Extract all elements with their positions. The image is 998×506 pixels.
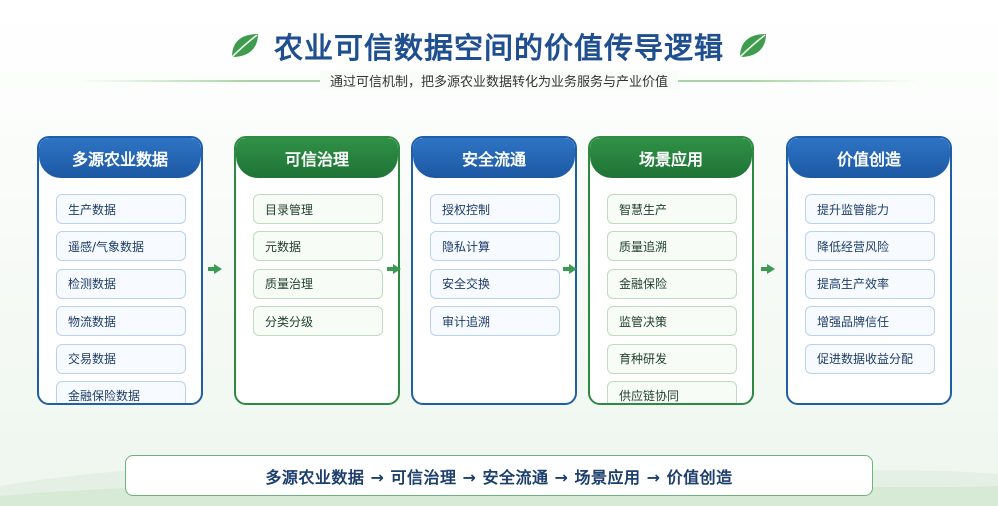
column-title: 价值创造 [788,138,950,178]
column-item: 降低经营风险 [805,231,935,262]
column-title: 安全流通 [413,138,575,178]
column-title: 场景应用 [590,138,752,178]
column-item: 隐私计算 [430,231,560,262]
column-item: 质量追溯 [607,231,737,262]
column-item: 促进数据收益分配 [805,343,935,374]
column-item: 安全交换 [430,268,560,299]
column-item: 检测数据 [56,268,186,299]
column-title: 可信治理 [236,138,398,178]
title-row: 农业可信数据空间的价值传导逻辑 [0,22,998,70]
arrow-right-icon [563,262,579,276]
column-item: 监管决策 [607,306,737,337]
column-item: 金融保险 [607,268,737,299]
column-item: 供应链协同 [607,380,737,403]
page-subtitle: 通过可信机制，把多源农业数据转化为业务服务与产业价值 [0,71,998,90]
arrow-right-icon [387,262,403,276]
arrow-right-icon [208,262,224,276]
column-item: 金融保险数据 [56,380,186,403]
column-item: 交易数据 [56,343,186,374]
leaf-icon [231,34,258,58]
column-item: 元数据 [253,231,383,262]
column-item: 授权控制 [430,194,560,224]
arrow-right-icon [761,262,777,276]
column-trusted-governance: 可信治理 目录管理 元数据 质量治理 分类分级 [234,136,400,405]
subtitle-text: 通过可信机制，把多源农业数据转化为业务服务与产业价值 [319,71,678,90]
column-item: 提高生产效率 [805,268,935,299]
leaf-icon [739,34,766,58]
column-item: 生产数据 [56,194,186,224]
column-item: 目录管理 [253,194,383,224]
column-multi-source-data: 多源农业数据 生产数据 遥感/气象数据 检测数据 物流数据 交易数据 金融保险数… [37,136,203,405]
page-title: 农业可信数据空间的价值传导逻辑 [273,31,724,65]
column-item: 质量治理 [253,268,383,299]
column-item: 增强品牌信任 [805,306,935,337]
column-item: 审计追溯 [430,306,560,337]
column-secure-circulation: 安全流通 授权控制 隐私计算 安全交换 审计追溯 [411,136,577,405]
column-item: 智慧生产 [607,194,737,224]
column-value-creation: 价值创造 提升监管能力 降低经营风险 提高生产效率 增强品牌信任 促进数据收益分… [786,136,952,405]
flow-summary: 多源农业数据 → 可信治理 → 安全流通 → 场景应用 → 价值创造 [125,455,873,496]
column-item: 物流数据 [56,306,186,337]
column-title: 多源农业数据 [39,138,201,178]
column-scenario-application: 场景应用 智慧生产 质量追溯 金融保险 监管决策 育种研发 供应链协同 [588,136,754,405]
column-item: 育种研发 [607,343,737,374]
column-item: 分类分级 [253,306,383,337]
column-item: 提升监管能力 [805,194,935,224]
column-item: 遥感/气象数据 [56,231,186,262]
